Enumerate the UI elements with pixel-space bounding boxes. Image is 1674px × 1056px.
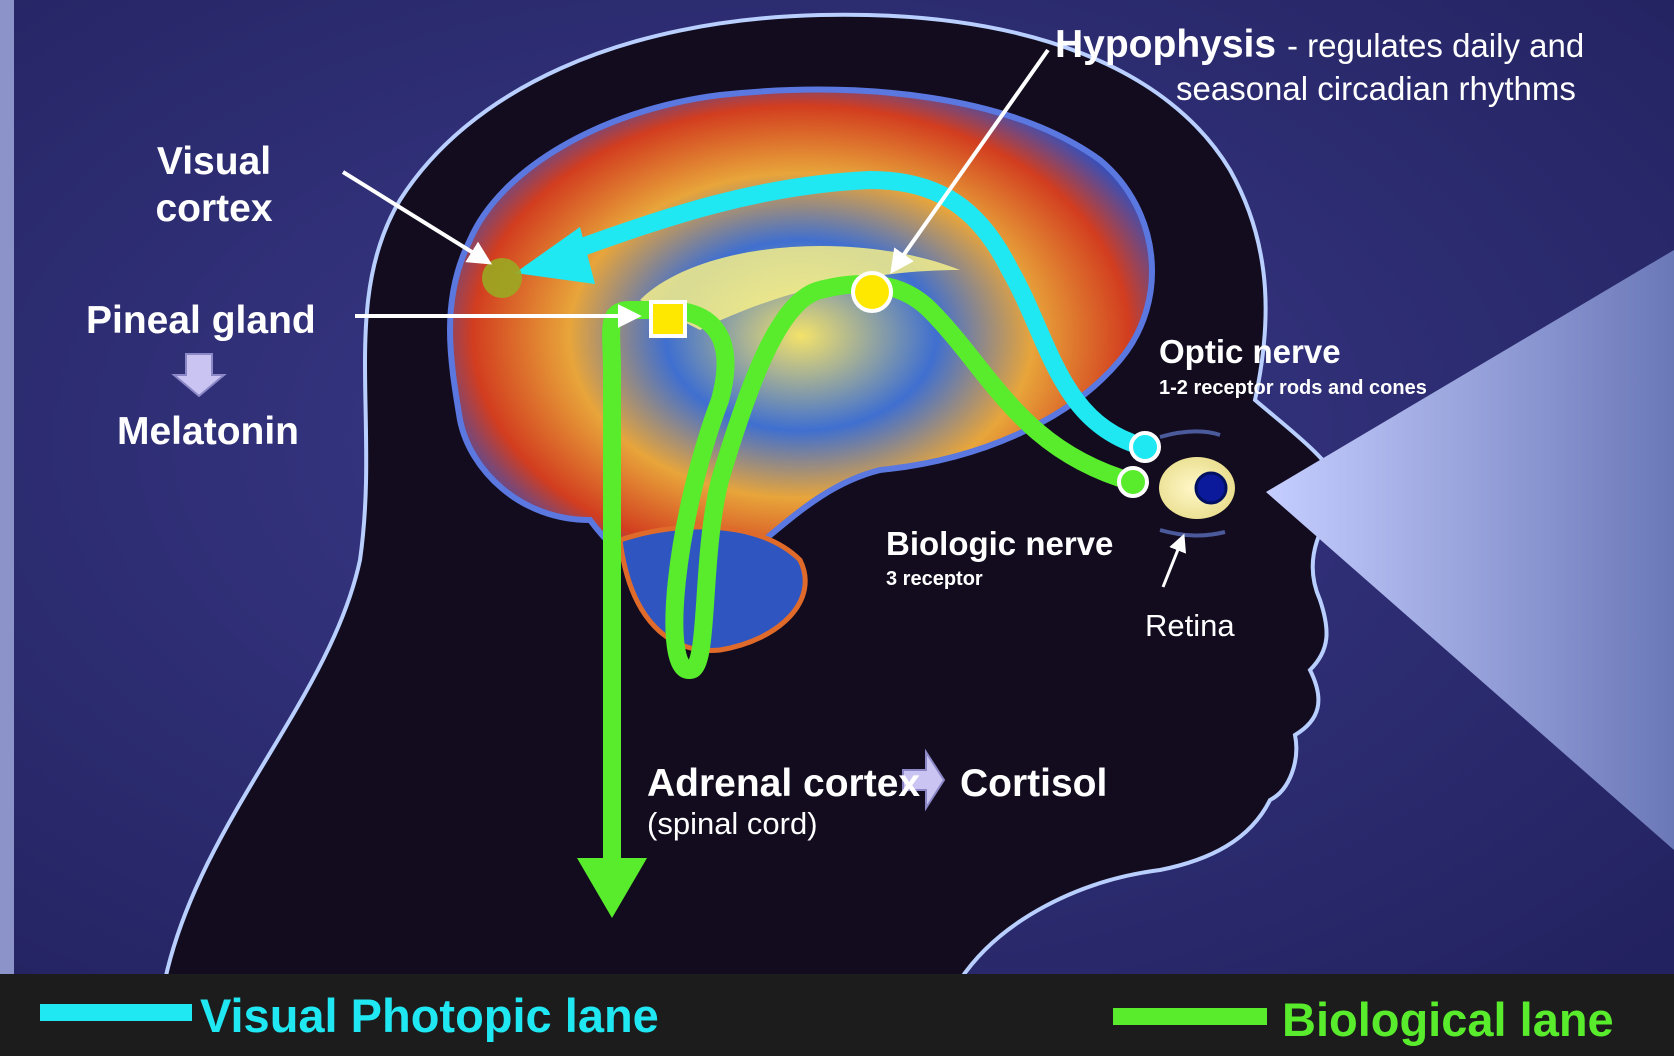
hypophysis-description: seasonal circadian rhythms [1176,70,1576,108]
left-edge-strip [0,0,14,980]
cortisol-label: Cortisol [960,762,1107,806]
legend-line-photopic [40,1004,192,1021]
pineal-gland-label: Pineal gland [86,299,316,343]
optic-nerve-label: Optic nerve [1159,333,1341,371]
biologic-nerve-sublabel: 3 receptor [886,568,983,591]
melatonin-label: Melatonin [117,410,299,454]
hypophysis-description: - regulates daily and [1287,27,1584,65]
legend-label-biological: Biological lane [1282,992,1614,1047]
biologic-nerve-label: Biologic nerve [886,525,1113,563]
visual-cortex-node [482,258,522,298]
optic-nerve-sublabel: 1-2 receptor rods and cones [1159,377,1427,400]
pineal-gland-node [651,302,685,336]
visual-cortex-label: Visual [148,140,280,184]
hypophysis-label: Hypophysis [1055,23,1276,67]
legend-line-biological [1113,1008,1267,1025]
hypophysis-node [853,273,891,311]
optic-nerve-node [1131,433,1159,461]
adrenal-cortex-label: Adrenal cortex [647,762,920,806]
spinal-cord-label: (spinal cord) [647,806,818,842]
legend-label-photopic: Visual Photopic lane [200,988,659,1043]
biologic-nerve-node [1119,468,1147,496]
visual-cortex-label: cortex [148,187,280,231]
legend-bar: Visual Photopic lane Biological lane [0,974,1674,1056]
retina-label: Retina [1145,608,1235,644]
pupil [1196,473,1226,503]
